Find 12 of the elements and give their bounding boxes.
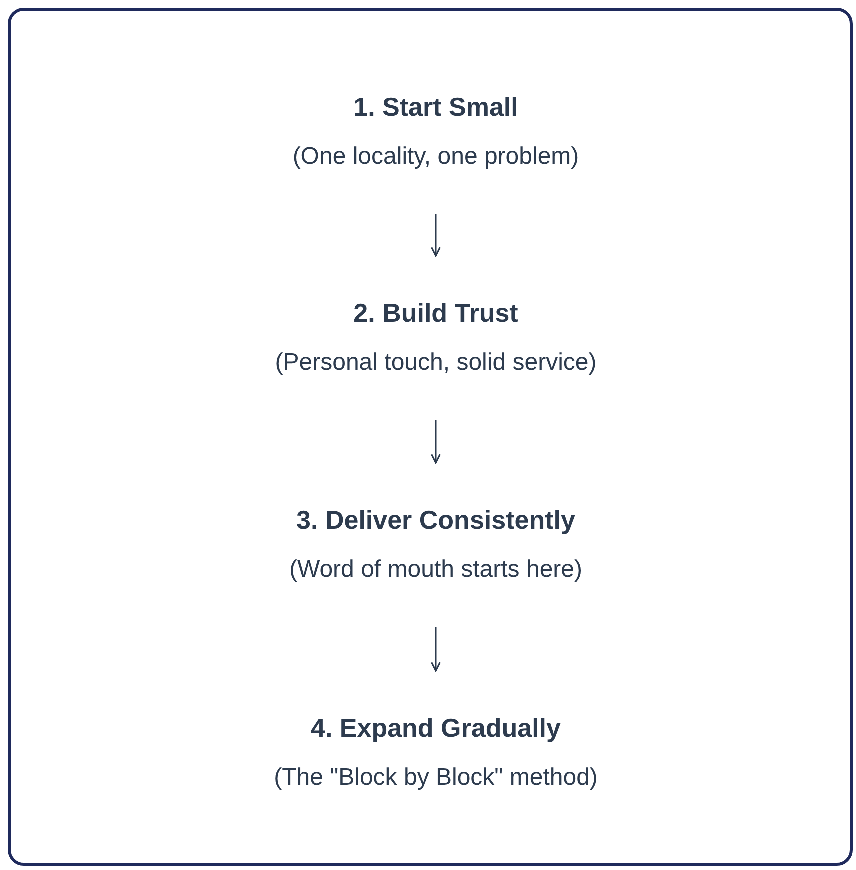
step-description: (One locality, one problem) [292,142,580,172]
step-description: (The "Block by Block" method) [274,763,598,793]
step-title: 1. Start Small [354,91,518,124]
frame-box [8,8,853,866]
step-title: 2. Build Trust [354,297,518,330]
arrow [431,214,441,257]
step-title: 4. Expand Gradually [311,712,561,745]
step-title: 3. Deliver Consistently [296,504,576,537]
arrow [431,627,441,672]
step-description: (Personal touch, solid service) [275,348,597,378]
arrow [431,420,441,464]
step-description: (Word of mouth starts here) [290,555,582,585]
